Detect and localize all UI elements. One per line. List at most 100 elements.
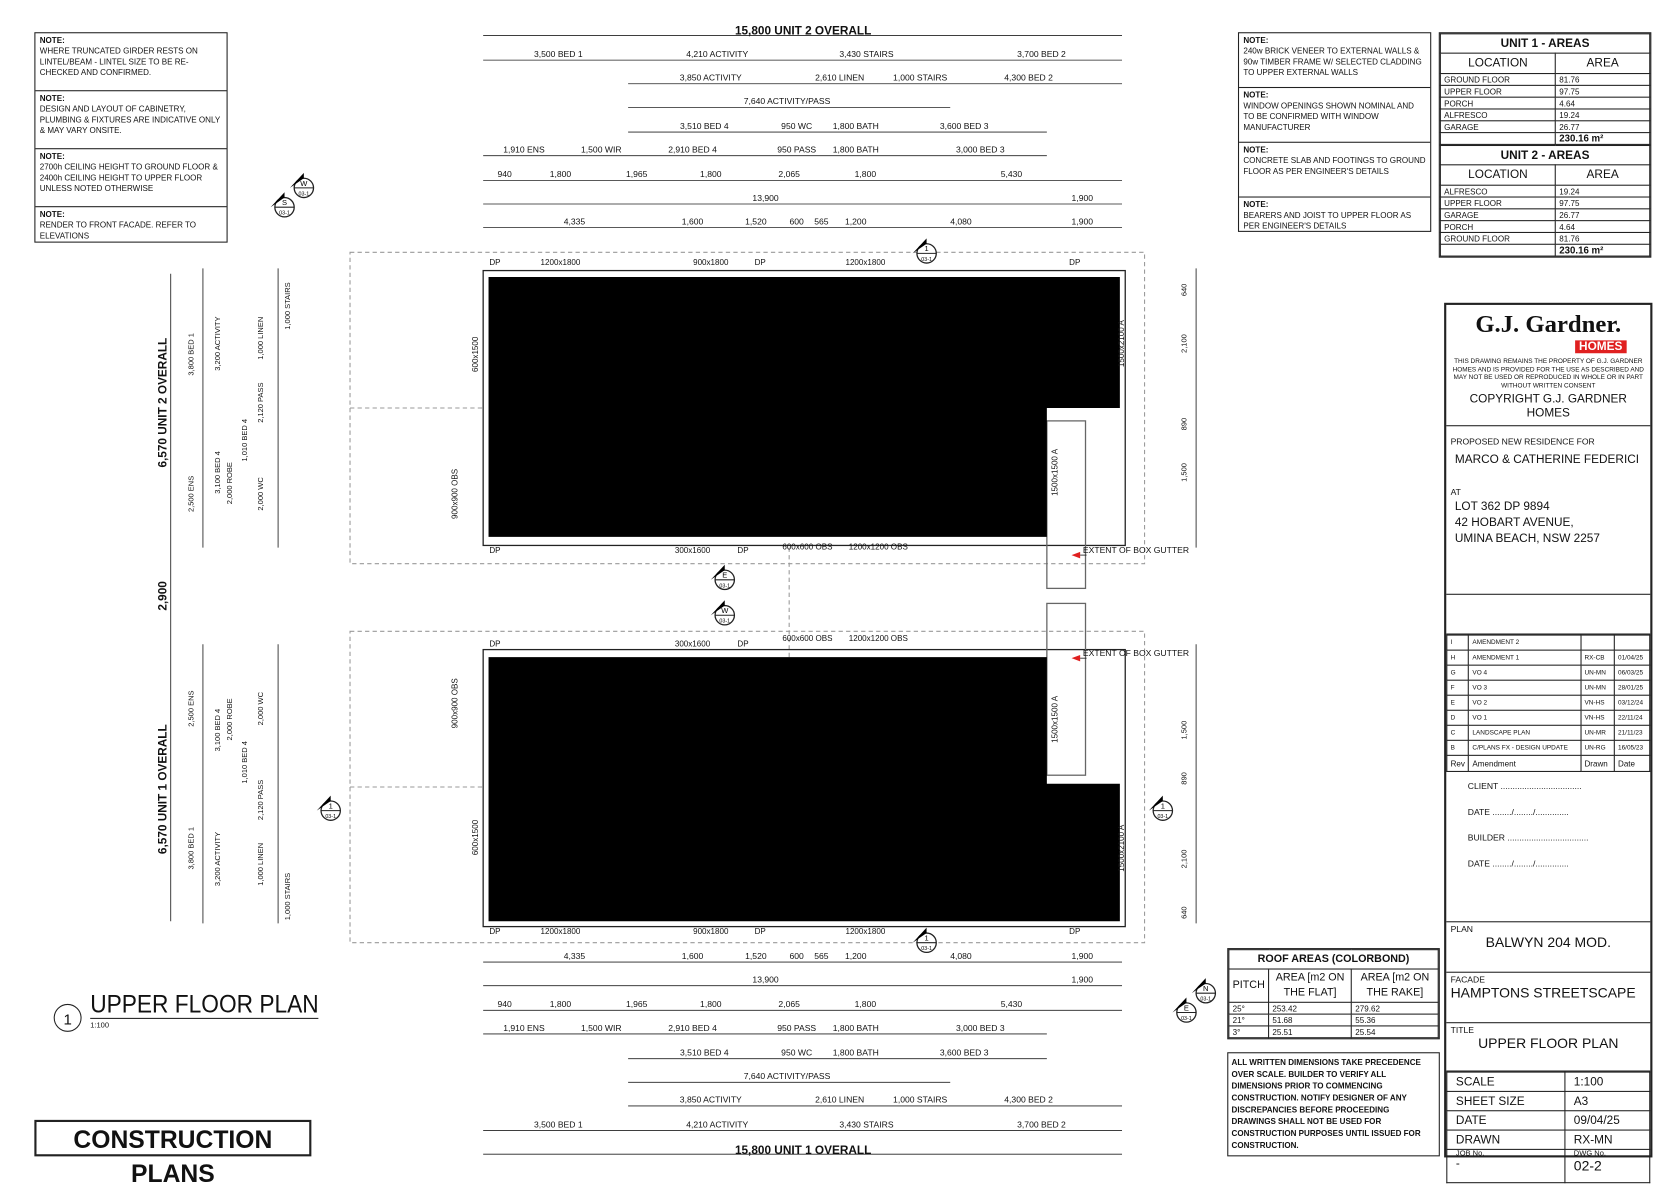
area-value: 26.77 <box>1554 120 1651 134</box>
marker-ref: 03-1 <box>325 814 336 820</box>
window-label: DP <box>1069 258 1080 267</box>
box-gutter-label: EXTENT OF BOX GUTTER <box>1083 648 1189 658</box>
window-label: 900x1800 <box>693 258 729 267</box>
area-location: GARAGE <box>1439 120 1557 134</box>
window-label: 1200x1200 OBS <box>849 543 908 552</box>
drawing-number: 1 <box>53 1003 82 1032</box>
roof-cell: 25.51 <box>1268 1025 1353 1039</box>
area-location: PORCH <box>1439 96 1557 110</box>
dimension-label: 2,610 LINEN <box>815 1095 864 1105</box>
rev-date: 21/11/23 <box>1613 724 1651 741</box>
wall-outlines <box>482 269 1126 928</box>
note-title: NOTE: <box>39 93 65 104</box>
dimension-label: 600 <box>790 951 805 961</box>
info-value: A3 <box>1564 1090 1651 1112</box>
side-dimension-label: 1,500 <box>1179 463 1188 482</box>
col-location: LOCATION <box>1439 52 1557 75</box>
empty-cell <box>1439 243 1557 257</box>
side-dimension-label: 1,000 STAIRS <box>283 282 292 329</box>
copyright: COPYRIGHT G.J. GARDNER HOMES <box>1469 392 1627 420</box>
areas-title: UNIT 1 - AREAS <box>1439 33 1651 54</box>
marker-arrow-icon <box>289 172 304 188</box>
window-label: 1200x1200 OBS <box>849 634 908 643</box>
dimension-label: 1,800 <box>855 999 877 1009</box>
side-dimension-label: 1,500 <box>1179 721 1188 740</box>
area-total: 230.16 m² <box>1554 243 1651 257</box>
dimension-lines <box>170 35 1197 1155</box>
side-dimension-label: 3,100 BED 4 <box>213 451 222 494</box>
marker-label: 1 <box>329 801 333 810</box>
side-dimension-label: 640 <box>1179 906 1188 919</box>
rev-drawn: UN-MR <box>1580 724 1615 741</box>
side-dimension-label: 2,000 ROBE <box>225 698 234 740</box>
window-label: 1500x1500 A <box>1051 448 1060 496</box>
area-value: 26.77 <box>1554 208 1651 222</box>
window-label: 900x900 OBS <box>450 469 459 519</box>
marker-label: S <box>282 198 287 207</box>
notes-left: NOTE:WHERE TRUNCATED GIRDER RESTS ON LIN… <box>34 32 228 243</box>
area-total-row: 230.16 m² <box>1439 243 1651 257</box>
rev-id: D <box>1446 709 1470 726</box>
dimension-label: 1,800 BATH <box>833 144 879 154</box>
proposed-label: PROPOSED NEW RESIDENCE FOR <box>1450 436 1595 447</box>
note-title: NOTE: <box>1243 90 1269 100</box>
info-value: RX-MN <box>1564 1129 1651 1150</box>
rev-amendment: VO 2 <box>1468 694 1582 711</box>
dimension-label: 1,900 <box>1072 951 1094 961</box>
sign-line: DATE ......../......../.............. <box>1467 807 1569 818</box>
dimension-label: 4,080 <box>950 216 972 226</box>
area-location: GROUND FLOOR <box>1439 73 1557 86</box>
section-marker-left: 1 03-1 <box>316 795 342 821</box>
area-value: 97.75 <box>1554 84 1651 98</box>
dimension-label: 4,300 BED 2 <box>1004 1095 1053 1105</box>
window-label: 1200x1800 <box>845 927 885 936</box>
gutter-leaders <box>1080 554 1087 659</box>
marker-ref: 03-1 <box>1157 814 1168 820</box>
dimension-label: 1,800 BATH <box>833 1023 879 1033</box>
blank-section <box>1446 595 1651 635</box>
empty-cell <box>1439 132 1557 145</box>
dimension-label: 1,520 <box>745 216 767 226</box>
dimension-label: 1,965 <box>626 999 648 1009</box>
marker-label: W <box>721 606 729 615</box>
side-overall-unit2: 6,570 UNIT 2 OVERALL <box>155 338 169 468</box>
roof-title-row: ROOF AREAS (COLORBOND) <box>1228 949 1439 970</box>
notes-right: NOTE:240w BRICK VENEER TO EXTERNAL WALLS… <box>1237 32 1432 232</box>
window-label: 900x1800 <box>693 927 729 936</box>
window-label: 600x600 OBS <box>782 634 832 643</box>
job-row: JOB No.-DWG No.02-2 <box>1446 1148 1651 1184</box>
note: NOTE:RENDER TO FRONT FACADE. REFER TO EL… <box>35 207 226 264</box>
company-logo-sub: HOMES <box>1574 340 1627 354</box>
dimension-label: 4,080 <box>950 951 972 961</box>
side-dimension-label: 1,000 LINEN <box>256 843 265 886</box>
dimension-label: 3,600 BED 3 <box>940 121 989 131</box>
side-dimension-label: 3,800 BED 1 <box>186 333 195 376</box>
note-title: NOTE: <box>1243 199 1269 210</box>
side-overall-unit1: 6,570 UNIT 1 OVERALL <box>155 724 169 854</box>
rev-drawn <box>1580 634 1615 651</box>
area-location: UPPER FLOOR <box>1439 196 1557 210</box>
side-dimension-label: 2,120 PASS <box>256 780 265 820</box>
box-gutter-label: EXTENT OF BOX GUTTER <box>1083 545 1189 555</box>
dimension-label: 3,500 BED 1 <box>534 49 583 59</box>
dimension-label: 13,900 <box>752 193 778 203</box>
area-location: GROUND FLOOR <box>1439 231 1557 245</box>
dimension-label: 1,800 BATH <box>833 121 879 131</box>
area-location: GARAGE <box>1439 208 1557 222</box>
rev-drawn: VN-HS <box>1580 709 1615 726</box>
client-name: MARCO & CATHERINE FEDERICI <box>1454 453 1640 466</box>
note-title: NOTE: <box>39 151 65 162</box>
unit1-upper-floor-fill <box>488 657 1120 922</box>
window-label: 1200x1800 <box>541 927 581 936</box>
plan-name: BALWYN 204 MOD. <box>1485 934 1611 951</box>
dimension-label: 2,065 <box>778 999 800 1009</box>
sheet-title: UPPER FLOOR PLAN <box>1478 1035 1619 1052</box>
